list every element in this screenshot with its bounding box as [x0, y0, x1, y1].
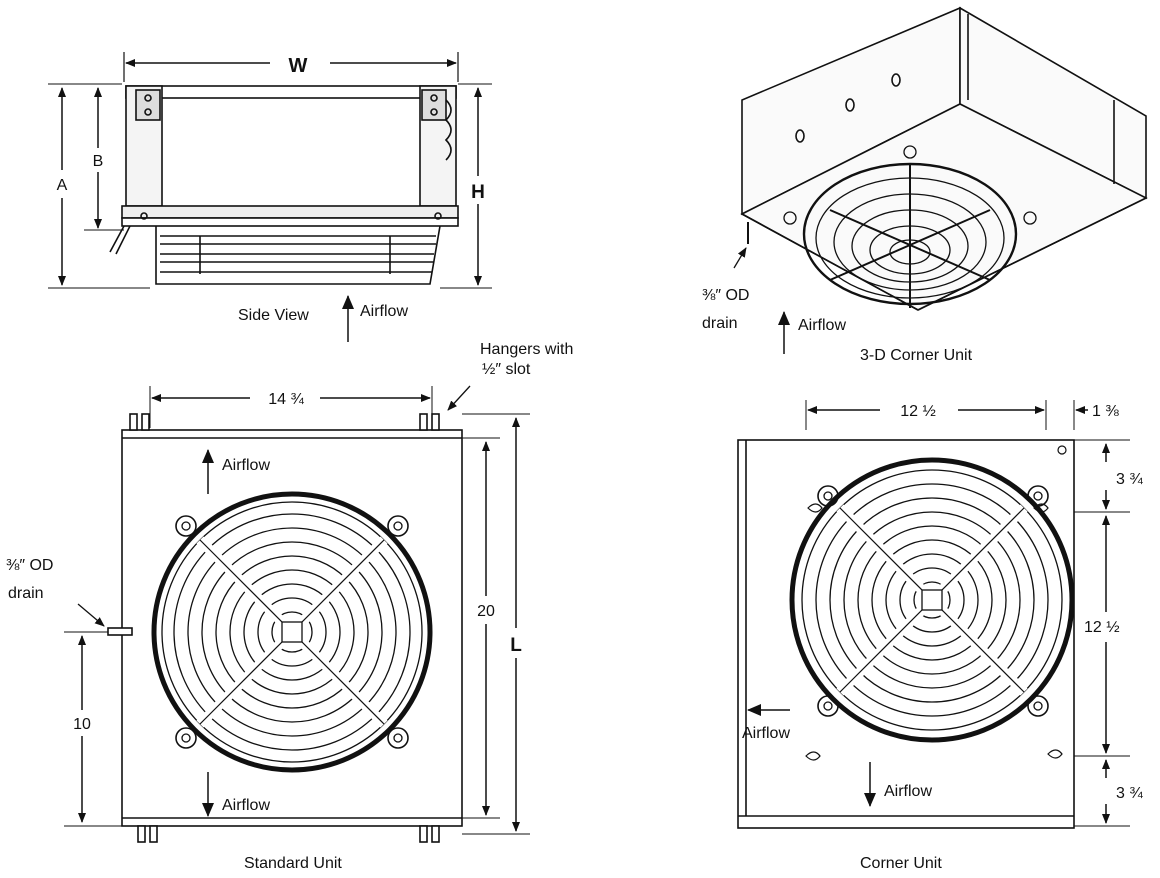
standard-drain-label-line1: ⅜″ OD — [6, 557, 53, 574]
dimension-a-label: A — [57, 177, 68, 194]
dimension-14-3-4-label: 14 ¾ — [268, 391, 304, 408]
corner-unit-fan-grille — [789, 457, 1075, 743]
dimension-3-3-4-top-label: 3 ¾ — [1116, 471, 1143, 488]
corner-3d-housing — [740, 6, 1148, 311]
dimension-12-1-2-top-label: 12 ½ — [900, 403, 936, 420]
corner-3d-drain-label-line1: ⅜″ OD — [702, 287, 749, 304]
corner-airflow-side-label: Airflow — [742, 725, 790, 742]
standard-drain-label-line2: drain — [8, 585, 44, 602]
dimension-b-label: B — [93, 153, 104, 170]
dimension-l-label: L — [510, 635, 522, 656]
corner-unit-view: 12 ½ 1 ⅜ — [737, 400, 1143, 872]
side-view-airflow-label: Airflow — [360, 303, 408, 320]
corner-3d-airflow-label: Airflow — [798, 317, 846, 334]
standard-unit-fan-grille — [151, 491, 433, 773]
side-view-frame — [109, 85, 459, 285]
corner-3d-drain-label-line2: drain — [702, 315, 738, 332]
standard-unit-caption: Standard Unit — [244, 855, 342, 872]
corner-airflow-bottom-label: Airflow — [884, 783, 932, 800]
hangers-label-line2: ½″ slot — [482, 361, 531, 378]
dimension-w-label: W — [289, 55, 308, 77]
hangers-label-line1: Hangers with — [480, 341, 573, 358]
dimension-10-label: 10 — [73, 716, 91, 733]
standard-airflow-bottom-label: Airflow — [222, 797, 270, 814]
corner-3d-view: ⅜″ OD drain Airflow 3-D Corner Unit — [702, 6, 1148, 364]
corner-3d-grille — [783, 145, 1037, 308]
standard-airflow-top-label: Airflow — [222, 457, 270, 474]
side-view: W A B H — [48, 52, 492, 342]
corner-unit-body — [737, 439, 1075, 829]
dimension-1-3-8-label: 1 ⅜ — [1092, 403, 1119, 420]
dimension-3-3-4-bottom-label: 3 ¾ — [1116, 785, 1143, 802]
dimension-20-label: 20 — [477, 603, 495, 620]
corner-3d-caption: 3-D Corner Unit — [860, 347, 973, 364]
dimension-h-label: H — [471, 182, 485, 203]
side-view-caption: Side View — [238, 307, 309, 324]
dimension-12-1-2-side-label: 12 ½ — [1084, 619, 1120, 636]
standard-unit-view: Hangers with ½″ slot 14 ¾ — [6, 341, 573, 872]
corner-unit-caption: Corner Unit — [860, 855, 942, 872]
